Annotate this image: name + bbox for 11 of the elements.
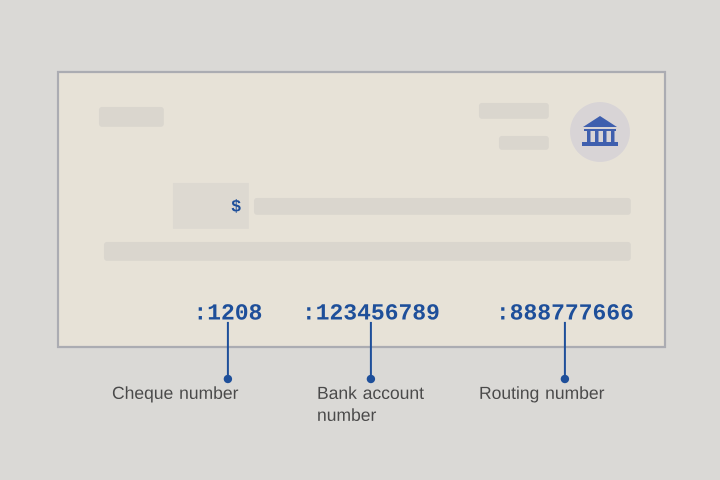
callout-label: Cheque number — [112, 386, 238, 403]
callout-label: Routing number — [480, 386, 604, 403]
micr-number: :1208 — [198, 304, 262, 320]
cheque — [56, 70, 666, 348]
callout-label: Bank account number — [318, 386, 424, 422]
leader-line — [224, 322, 232, 384]
micr-number: :888777666 — [501, 304, 633, 320]
amount-box: $ — [172, 182, 249, 229]
leader-line — [366, 322, 376, 384]
micr-number: :123456789 — [307, 304, 439, 320]
leader-line — [560, 322, 570, 384]
